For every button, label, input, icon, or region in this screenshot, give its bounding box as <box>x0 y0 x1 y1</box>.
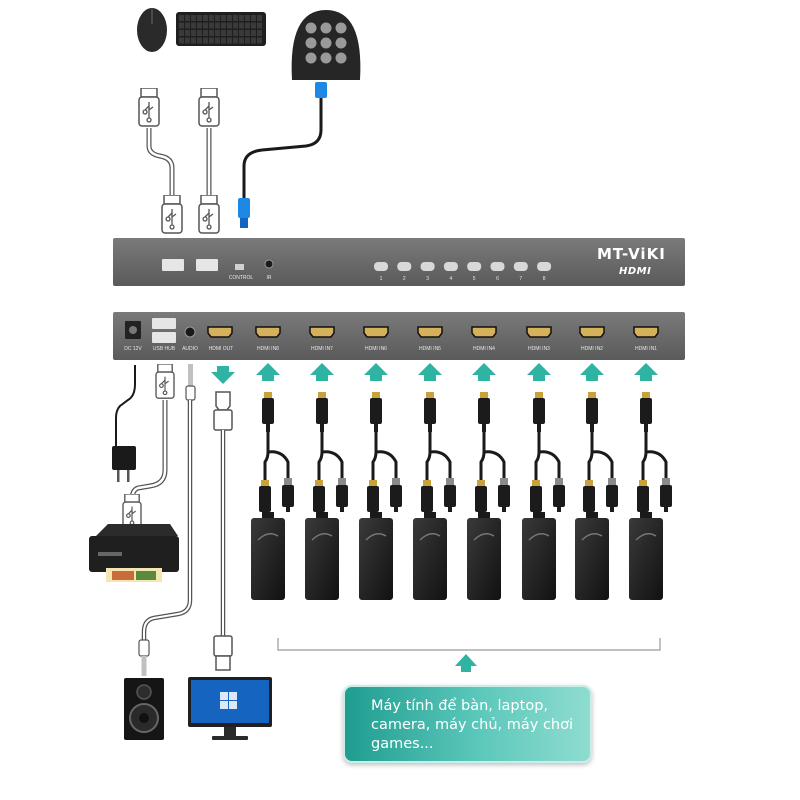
keypad-icon <box>291 10 361 80</box>
channel-button-8[interactable] <box>537 262 552 271</box>
usb-plug-icon <box>138 82 327 234</box>
hdmi-out-label: HDMI OUT <box>208 346 234 352</box>
hdmi-in-label: HDMI IN6 <box>365 346 387 352</box>
hdmi-in-port <box>255 326 281 338</box>
hdmi-input-column <box>359 363 402 600</box>
computer-box-icon <box>251 512 285 600</box>
hdmi-in-port <box>633 326 659 338</box>
channel-button-6[interactable] <box>490 262 505 271</box>
channel-button-label: 8 <box>542 276 546 282</box>
hdmi-in-label: HDMI IN3 <box>528 346 550 352</box>
hdmi-in-label: HDMI IN8 <box>257 346 279 352</box>
channel-button-7[interactable] <box>513 262 528 271</box>
hdmi-in-port <box>363 326 389 338</box>
monitor-icon <box>188 677 272 740</box>
description-box: Máy tính để bàn, laptop, camera, máy chủ… <box>343 685 592 763</box>
hdmi-in-port <box>309 326 335 338</box>
hdmi-in-label: HDMI IN7 <box>311 346 333 352</box>
channel-button-label: 6 <box>496 276 499 282</box>
usb-hub-port-2 <box>152 332 176 343</box>
ir-sensor <box>264 259 274 269</box>
brand-logo: MT-ViKI <box>597 245 666 263</box>
hdmi-input-column <box>305 363 348 600</box>
mouse-icon <box>137 8 167 52</box>
hdmi-in-label: HDMI IN2 <box>581 346 603 352</box>
usb-hub-port-1 <box>152 318 176 329</box>
description-text: Máy tính để bàn, laptop, camera, máy chủ… <box>371 698 574 752</box>
audio-label: AUDIO <box>182 346 198 352</box>
up-arrow-icon <box>527 363 551 381</box>
computer-box-icon <box>629 512 663 600</box>
computer-box-icon <box>575 512 609 600</box>
front-panel <box>113 238 685 286</box>
up-arrow-icon <box>310 363 334 381</box>
computer-box-icon <box>359 512 393 600</box>
dc-label: DC 12V <box>124 346 142 352</box>
hdmi-input-column <box>251 363 294 600</box>
computer-box-icon <box>522 512 556 600</box>
hdmi-input-column <box>522 363 565 600</box>
computer-box-icon <box>413 512 447 600</box>
hdmi-out-arrow <box>211 366 235 384</box>
ir-sensor-label: IR <box>266 275 272 281</box>
channel-button-label: 1 <box>379 276 383 282</box>
control-port <box>235 264 244 270</box>
channel-button-3[interactable] <box>420 262 435 271</box>
channel-button-5[interactable] <box>467 262 482 271</box>
hdmi-logo: HDMI <box>619 266 652 277</box>
hdmi-out-cable <box>211 366 235 671</box>
hdmi-in-label: HDMI IN1 <box>635 346 657 352</box>
computer-box-icon <box>467 512 501 600</box>
channel-button-label: 5 <box>472 276 476 282</box>
hdmi-input-column <box>575 363 618 600</box>
usb-port-kb <box>162 259 184 271</box>
channel-button-label: 4 <box>449 276 453 282</box>
up-arrow-icon <box>580 363 604 381</box>
speaker-icon <box>124 678 164 740</box>
control-port-label: CONTROL <box>228 275 254 281</box>
audio-jack <box>184 326 196 338</box>
channel-button-label: 7 <box>519 276 523 282</box>
hdmi-out-port <box>207 326 233 338</box>
up-arrow-icon <box>472 363 496 381</box>
up-arrow-icon <box>256 363 280 381</box>
hdmi-input-column <box>629 363 672 600</box>
computer-box-icon <box>305 512 339 600</box>
channel-button-label: 2 <box>402 276 406 282</box>
front-button-row <box>374 262 552 271</box>
back-panel <box>113 312 685 360</box>
hdmi-in-label: HDMI IN5 <box>419 346 441 352</box>
usb-port-mouse <box>196 259 218 271</box>
up-arrow-icon <box>364 363 388 381</box>
hdmi-in-port-row <box>255 326 659 338</box>
usb-hub-label: USB HUB <box>152 346 176 352</box>
hdmi-in-port <box>471 326 497 338</box>
channel-button-2[interactable] <box>397 262 412 271</box>
usb-to-printer-cable <box>122 364 175 529</box>
keyboard-icon <box>176 12 266 46</box>
channel-button-4[interactable] <box>443 262 458 271</box>
hdmi-in-port <box>417 326 443 338</box>
bracket-line <box>277 638 661 651</box>
up-arrow-icon <box>634 363 658 381</box>
up-arrow-icon <box>418 363 442 381</box>
hdmi-in-label: HDMI IN4 <box>473 346 495 352</box>
audio-cable <box>138 364 196 676</box>
power-adapter-icon <box>112 365 136 482</box>
hdmi-input-column <box>413 363 456 600</box>
upper-cables <box>146 96 323 198</box>
channel-button-label: 3 <box>426 276 429 282</box>
channel-button-1[interactable] <box>374 262 388 271</box>
up-arrow-icon <box>455 654 477 672</box>
hdmi-in-port <box>579 326 605 338</box>
printer-icon <box>89 524 179 582</box>
hdmi-in-port <box>526 326 552 338</box>
hdmi-input-column <box>467 363 510 600</box>
